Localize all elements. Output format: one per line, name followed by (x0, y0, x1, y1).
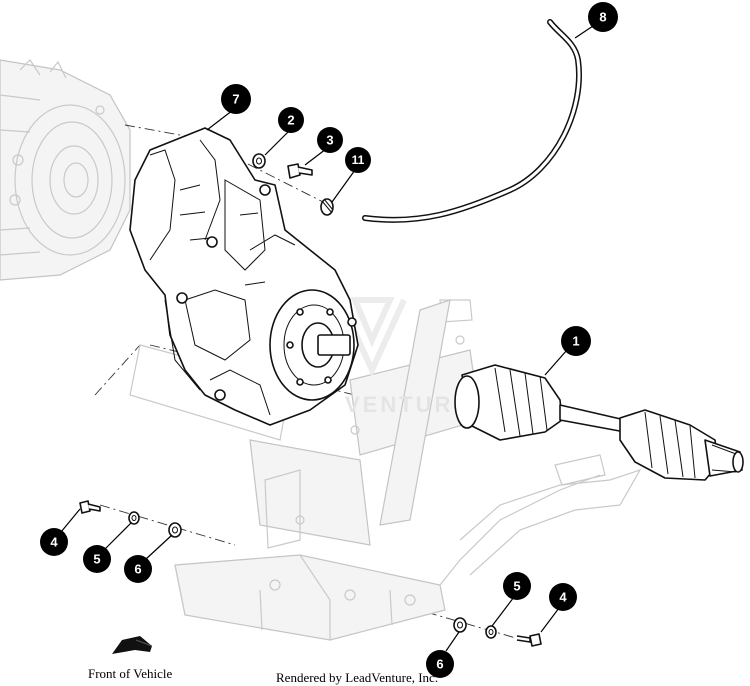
alignment-line (94, 344, 141, 396)
callout-7-label: 7 (232, 92, 239, 107)
callout-6-left-label: 6 (134, 562, 141, 577)
callout-11: 11 (345, 147, 371, 173)
callout-3-label: 3 (326, 133, 333, 148)
vent-hose-part-8 (362, 19, 582, 223)
callout-6-left: 6 (124, 555, 152, 583)
washer-part-2 (252, 153, 266, 169)
ghost-motor (0, 59, 131, 281)
bolt-part-3 (287, 163, 313, 179)
lock-washer-part-5-left (128, 511, 140, 525)
watermark-text: VENTURE (345, 392, 471, 417)
flat-washer-part-6-right (453, 617, 467, 633)
callout-4-right: 4 (549, 583, 577, 611)
alignment-line (349, 589, 541, 646)
callout-2: 2 (278, 107, 304, 133)
hose-clamp-part-11 (320, 198, 334, 216)
callout-5-right-label: 5 (513, 579, 520, 594)
callout-5-right: 5 (503, 572, 531, 600)
bolt-part-4-right (516, 633, 542, 647)
callout-4-left: 4 (40, 528, 68, 556)
flat-washer-part-6-left (168, 522, 182, 538)
callout-5-left-label: 5 (93, 552, 100, 567)
callout-11-label: 11 (352, 153, 365, 167)
front-of-vehicle-arrow-icon (112, 636, 153, 654)
callout-5-left: 5 (83, 545, 111, 573)
leader-lines (60, 25, 594, 652)
callout-8-label: 8 (599, 10, 606, 25)
lock-washer-part-5-right (485, 625, 497, 639)
rendered-by-caption: Rendered by LeadVenture, Inc. (276, 670, 439, 685)
callout-1-label: 1 (572, 334, 579, 349)
callout-2-label: 2 (287, 113, 294, 128)
callout-4-left-label: 4 (50, 535, 58, 550)
gearbox-housing (129, 127, 359, 426)
callout-7: 7 (221, 84, 251, 114)
callout-6-bottom: 6 (426, 650, 454, 678)
callout-3: 3 (317, 127, 343, 153)
callout-1: 1 (561, 326, 591, 356)
alignment-line (124, 124, 236, 146)
callout-8: 8 (588, 2, 618, 32)
callout-4-right-label: 4 (559, 590, 567, 605)
axle-shaft-part-1 (454, 364, 744, 481)
alignment-line (99, 504, 236, 546)
front-of-vehicle-caption: Front of Vehicle (88, 666, 173, 681)
bolt-part-4-left (79, 500, 101, 514)
callout-6-bottom-label: 6 (436, 657, 443, 672)
